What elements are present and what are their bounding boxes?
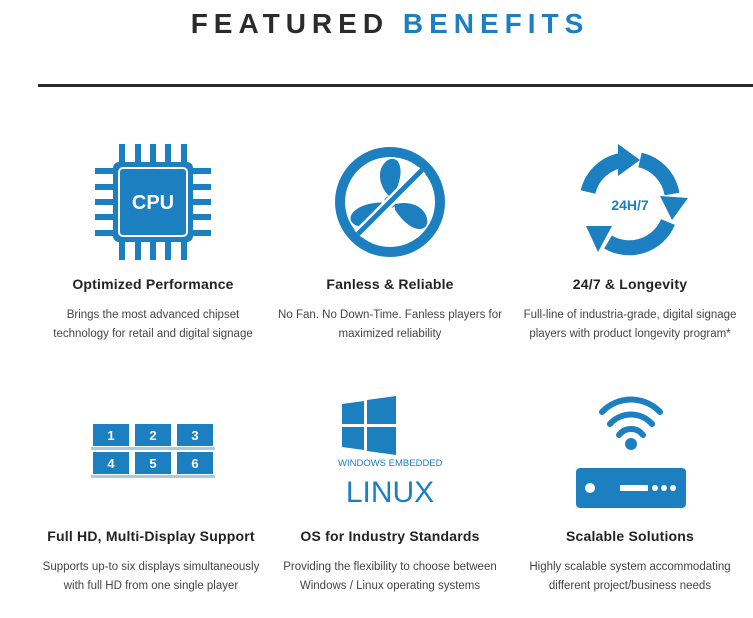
header-divider bbox=[38, 84, 753, 87]
no-fan-icon bbox=[265, 142, 515, 262]
benefit-card-multi-display: 1 2 3 4 5 6 Full HD, Multi-Display Suppo… bbox=[26, 394, 276, 596]
benefit-title: Scalable Solutions bbox=[565, 528, 695, 544]
os-icon: WINDOWS EMBEDDED LINUX bbox=[265, 394, 515, 514]
svg-text:CPU: CPU bbox=[132, 192, 174, 214]
svg-text:4: 4 bbox=[107, 456, 115, 471]
windows-logo-icon bbox=[342, 396, 396, 455]
benefit-card-os: WINDOWS EMBEDDED LINUX OS for Industry S… bbox=[265, 394, 515, 596]
benefit-title: Fanless & Reliable bbox=[326, 276, 454, 292]
benefit-title: Full HD, Multi-Display Support bbox=[47, 528, 255, 544]
svg-text:24H/7: 24H/7 bbox=[611, 197, 649, 213]
benefit-desc: Highly scalable system accommodating dif… bbox=[529, 561, 731, 592]
svg-text:LINUX: LINUX bbox=[346, 476, 434, 509]
page-title: FEATURED BENEFITS bbox=[0, 8, 753, 40]
multi-display-icon: 1 2 3 4 5 6 bbox=[26, 394, 276, 514]
benefit-title: Optimized Performance bbox=[72, 276, 234, 292]
title-accent: BENEFITS bbox=[402, 8, 590, 39]
benefit-title: 24/7 & Longevity bbox=[572, 276, 688, 292]
benefit-desc: Full-line of industria-grade, digital si… bbox=[523, 309, 737, 340]
cycle-24-7-icon: 24H/7 bbox=[505, 142, 753, 262]
svg-text:6: 6 bbox=[191, 456, 198, 471]
benefit-desc: No Fan. No Down-Time. Fanless players fo… bbox=[278, 309, 502, 340]
benefit-card-longevity: 24H/7 24/7 & Longevity Full-line of indu… bbox=[505, 142, 753, 344]
svg-text:2: 2 bbox=[149, 428, 156, 443]
svg-text:3: 3 bbox=[191, 428, 198, 443]
benefit-desc: Providing the flexibility to choose betw… bbox=[283, 561, 497, 592]
benefit-desc: Brings the most advanced chipset technol… bbox=[53, 309, 253, 340]
cpu-icon: CPU bbox=[28, 142, 278, 262]
wifi-router-icon bbox=[505, 394, 753, 514]
benefit-card-fanless: Fanless & Reliable No Fan. No Down-Time.… bbox=[265, 142, 515, 344]
svg-text:5: 5 bbox=[149, 456, 156, 471]
benefit-card-scalable: Scalable Solutions Highly scalable syste… bbox=[505, 394, 753, 596]
benefit-card-performance: CPU Optimized Performance Brings the mos… bbox=[28, 142, 278, 344]
benefit-title: OS for Industry Standards bbox=[300, 528, 480, 544]
benefit-desc: Supports up-to six displays simultaneous… bbox=[42, 561, 260, 592]
svg-text:1: 1 bbox=[107, 428, 114, 443]
title-main: FEATURED bbox=[190, 8, 390, 39]
svg-text:WINDOWS EMBEDDED: WINDOWS EMBEDDED bbox=[338, 458, 443, 469]
